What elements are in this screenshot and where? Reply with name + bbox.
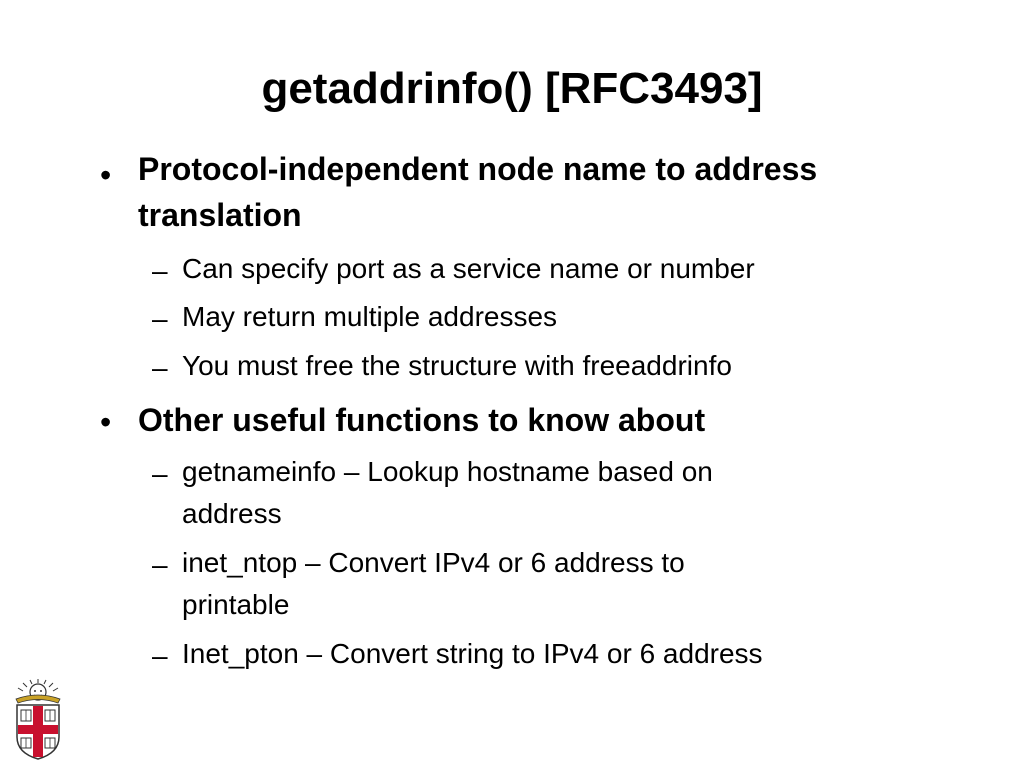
sub-bullet-inet-ntop-line1: inet_ntop – Convert IPv4 or 6 address to (182, 547, 685, 578)
sub-bullet-marker: – (152, 255, 168, 286)
sub-bullet-marker: – (152, 303, 168, 334)
sub-bullet-inet-pton: Inet_pton – Convert string to IPv4 or 6 … (182, 638, 763, 669)
bullet-marker: • (100, 157, 112, 193)
university-shield-icon (15, 679, 61, 760)
sub-bullet-inet-ntop-line2: printable (182, 589, 290, 620)
sub-bullet-freeaddrinfo: You must free the structure with freeadd… (182, 350, 732, 381)
sub-bullet-marker: – (152, 458, 168, 489)
sub-bullet-marker: – (152, 640, 168, 671)
slide-title: getaddrinfo() [RFC3493] (261, 64, 763, 113)
sub-bullet-getnameinfo-line2: address (182, 498, 282, 529)
sub-bullet-multiple-addresses: May return multiple addresses (182, 301, 558, 332)
bullet-main-other-functions: Other useful functions to know about (138, 402, 706, 438)
bullet-main-protocol-independent: Protocol-independent node name to addres… (138, 151, 818, 233)
bullet-marker: • (100, 404, 112, 440)
sub-bullet-marker: – (152, 549, 168, 580)
sub-bullet-port: Can specify port as a service name or nu… (182, 253, 755, 284)
sub-bullet-getnameinfo-line1: getnameinfo – Lookup hostname based on (182, 456, 713, 487)
sub-bullet-marker: – (152, 352, 168, 383)
